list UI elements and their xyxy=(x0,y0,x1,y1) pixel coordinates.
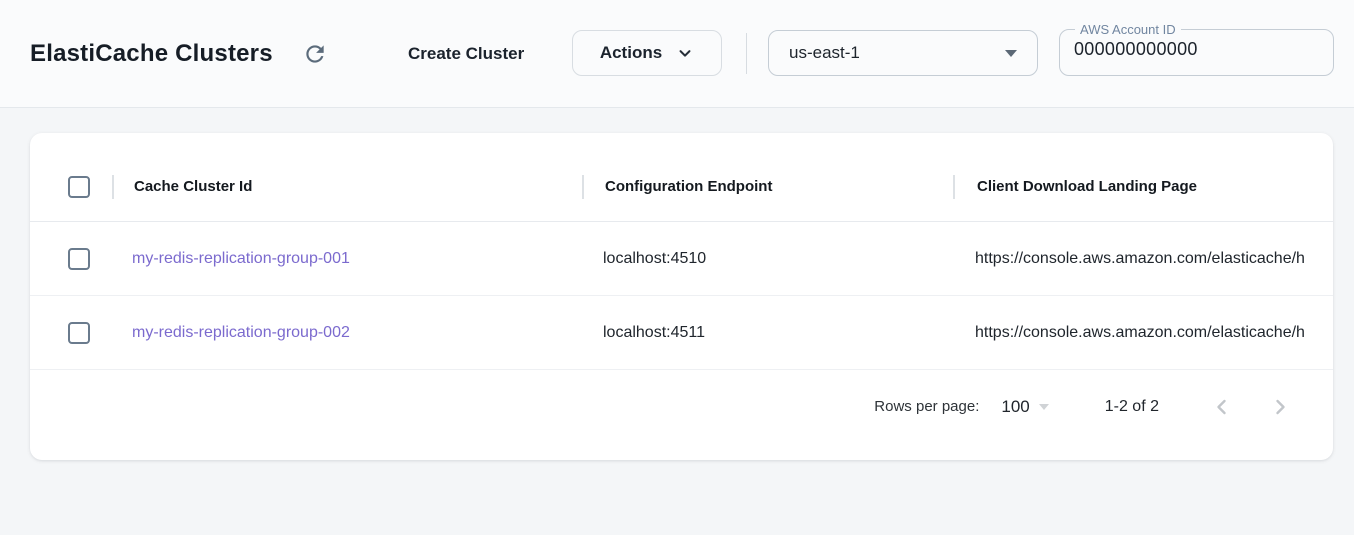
actions-button-label: Actions xyxy=(599,43,663,62)
row-checkbox-cell xyxy=(30,321,112,344)
cell-configuration-endpoint: localhost:4510 xyxy=(603,249,707,267)
column-header-cache-cluster-id[interactable]: Cache Cluster Id xyxy=(134,177,253,195)
previous-page-button[interactable] xyxy=(1209,394,1235,420)
column-separator xyxy=(953,174,955,199)
actions-button[interactable]: Actions xyxy=(572,30,722,76)
aws-account-id-label: AWS Account ID xyxy=(1080,22,1176,37)
aws-account-id-field: AWS Account ID xyxy=(1059,23,1334,76)
page-title: ElastiCache Clusters xyxy=(30,39,273,67)
table-header-row: Cache Cluster Id Configuration Endpoint … xyxy=(30,133,1333,222)
pagination-range-label: 1-2 of 2 xyxy=(1104,397,1159,415)
cell-configuration-endpoint: localhost:4511 xyxy=(603,323,705,341)
header-checkbox-cell xyxy=(30,175,112,198)
chevron-right-icon xyxy=(1268,395,1292,419)
create-cluster-button[interactable]: Create Cluster xyxy=(400,36,532,72)
rows-per-page-label: Rows per page: xyxy=(874,398,980,415)
cell-cache-cluster-id: my-redis-replication-group-001 xyxy=(112,250,582,268)
toolbar-divider xyxy=(746,33,747,74)
next-page-button[interactable] xyxy=(1267,394,1293,420)
column-separator xyxy=(582,174,584,199)
table-row: my-redis-replication-group-002 localhost… xyxy=(30,296,1333,370)
column-header-client-download-landing-page[interactable]: Client Download Landing Page xyxy=(977,177,1198,195)
column-header-configuration-endpoint[interactable]: Configuration Endpoint xyxy=(605,177,773,195)
refresh-icon xyxy=(302,41,328,67)
rows-per-page-select[interactable]: 100 xyxy=(1001,396,1049,417)
cell-cache-cluster-id: my-redis-replication-group-002 xyxy=(112,324,582,342)
column-separator xyxy=(112,174,114,199)
aws-account-id-input[interactable] xyxy=(1074,39,1319,60)
cell-client-download-landing-page: https://console.aws.amazon.com/elasticac… xyxy=(975,249,1305,267)
chevron-left-icon xyxy=(1210,395,1234,419)
caret-down-icon xyxy=(1005,49,1017,57)
select-all-checkbox[interactable] xyxy=(68,175,90,198)
row-checkbox-cell xyxy=(30,247,112,270)
rows-per-page-value: 100 xyxy=(1001,396,1030,416)
cluster-id-link[interactable]: my-redis-replication-group-001 xyxy=(132,249,350,267)
table-row: my-redis-replication-group-001 localhost… xyxy=(30,222,1333,296)
caret-down-icon xyxy=(1038,403,1049,410)
cluster-id-link[interactable]: my-redis-replication-group-002 xyxy=(132,323,350,341)
refresh-button[interactable] xyxy=(301,40,329,68)
cell-client-download-landing-page: https://console.aws.amazon.com/elasticac… xyxy=(975,323,1305,341)
clusters-table-card: Cache Cluster Id Configuration Endpoint … xyxy=(30,133,1333,460)
row-checkbox[interactable] xyxy=(68,247,90,270)
table-footer: Rows per page: 100 1-2 of 2 xyxy=(30,370,1333,443)
top-toolbar: ElastiCache Clusters Create Cluster Acti… xyxy=(0,0,1354,108)
chevron-down-icon xyxy=(676,44,694,62)
region-select-value: us-east-1 xyxy=(789,43,860,62)
region-select[interactable]: us-east-1 xyxy=(768,30,1038,76)
row-checkbox[interactable] xyxy=(68,321,90,344)
